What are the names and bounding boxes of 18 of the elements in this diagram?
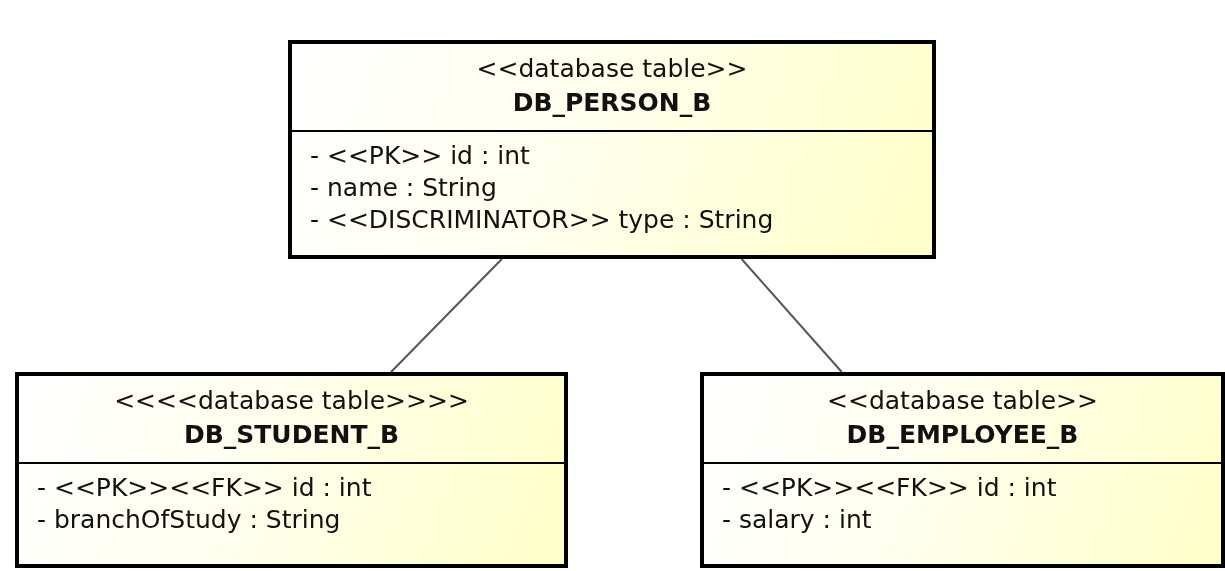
- column-attribute: - <<PK>> id : int: [310, 140, 530, 172]
- table-name: DB_PERSON_B: [512, 87, 712, 119]
- table-name: DB_STUDENT_B: [184, 419, 399, 451]
- table-box: [288, 40, 936, 259]
- column-attribute: - <<PK>><<FK>> id : int: [37, 472, 372, 504]
- column-attribute: - <<DISCRIMINATOR>> type : String: [310, 204, 774, 236]
- column-attribute: - salary : int: [722, 504, 872, 536]
- connector-line: [740, 258, 843, 373]
- stereotype-label: <<database table>>: [476, 53, 748, 85]
- column-attribute: - name : String: [310, 172, 497, 204]
- column-attribute: - branchOfStudy : String: [37, 504, 341, 536]
- stereotype-label: <<database table>>: [827, 385, 1098, 417]
- connector-line: [390, 258, 503, 373]
- table-box: [700, 372, 1225, 568]
- stereotype-label: <<<<database table>>>>: [114, 385, 469, 417]
- table-name: DB_EMPLOYEE_B: [846, 419, 1079, 451]
- table-box: [15, 372, 568, 568]
- column-attribute: - <<PK>><<FK>> id : int: [722, 472, 1057, 504]
